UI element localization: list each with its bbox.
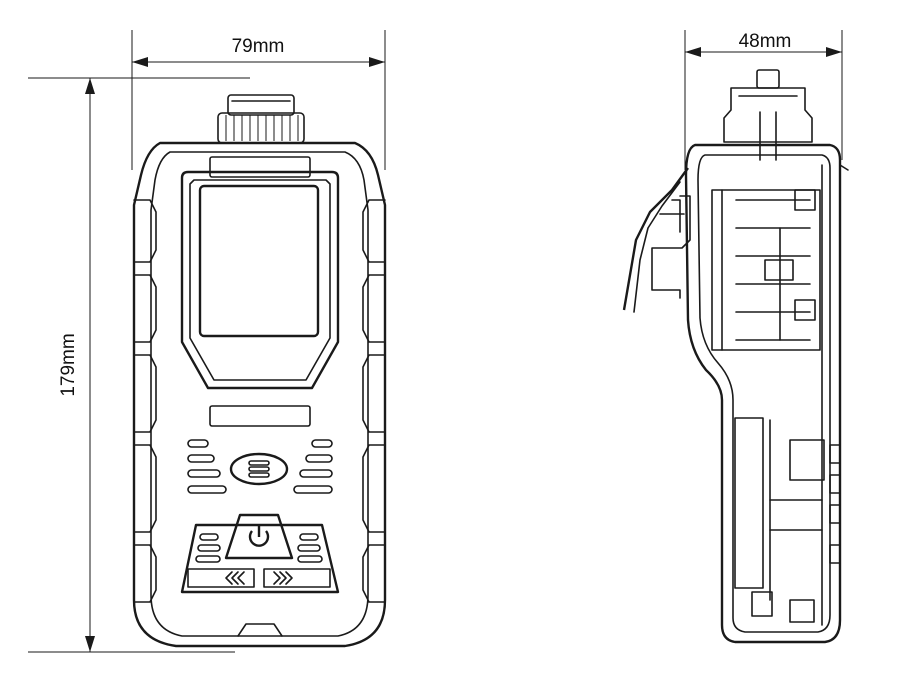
height-dimension: 179mm <box>28 77 250 653</box>
side-inlet-cap <box>723 69 813 161</box>
front-view <box>132 94 387 648</box>
left-vents <box>187 439 227 494</box>
belt-clip <box>622 167 691 313</box>
screen-bezel <box>180 170 340 390</box>
side-buttons[interactable] <box>829 444 841 564</box>
side-view <box>622 69 849 644</box>
depth-label: 48mm <box>739 31 792 52</box>
width-dimension: 79mm <box>131 30 386 170</box>
top-label-slot <box>209 156 311 178</box>
right-arrow-button[interactable] <box>263 568 331 588</box>
display-screen <box>198 184 320 338</box>
depth-dimension: 48mm <box>684 30 843 170</box>
power-button[interactable] <box>224 513 294 560</box>
right-vents <box>293 439 333 494</box>
height-label: 179mm <box>58 333 79 396</box>
chevrons-right-icon <box>273 571 293 585</box>
inlet-cap <box>217 94 305 144</box>
right-grip <box>362 199 386 603</box>
internal-modules <box>711 189 821 351</box>
left-arrow-button[interactable] <box>187 568 255 588</box>
center-oval-button[interactable] <box>229 452 289 486</box>
width-label: 79mm <box>232 36 285 57</box>
left-grip <box>133 199 157 603</box>
power-icon <box>248 524 270 547</box>
lower-label-slot <box>209 405 311 427</box>
chevrons-left-icon <box>225 571 245 585</box>
